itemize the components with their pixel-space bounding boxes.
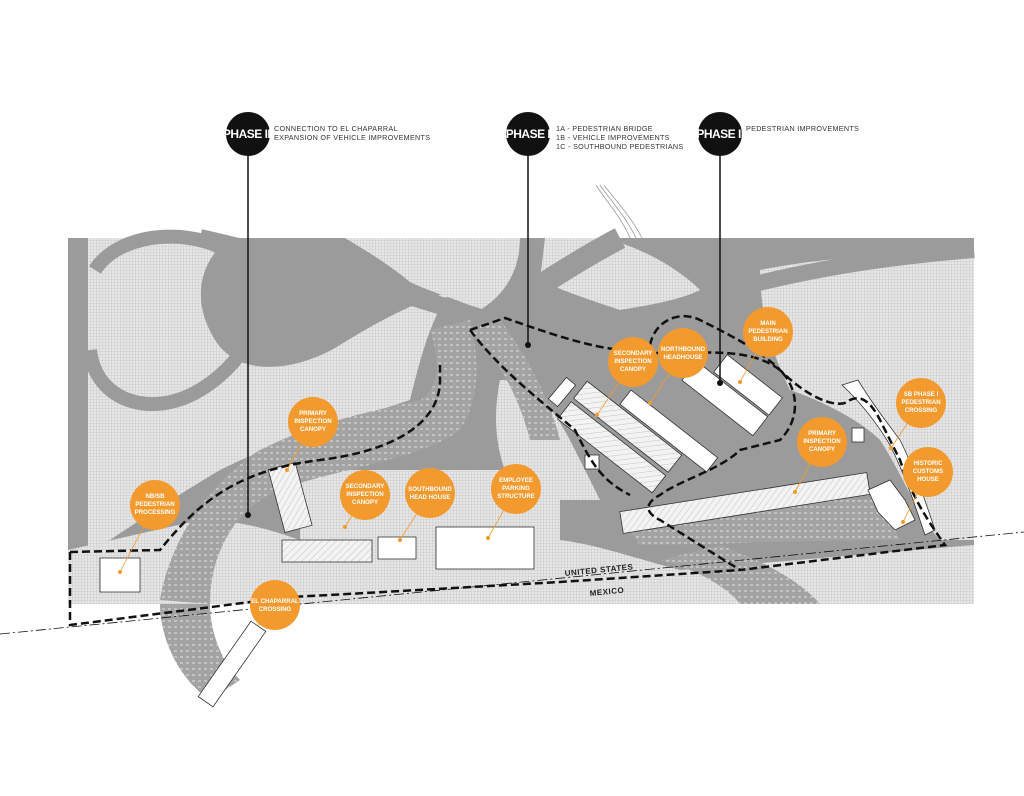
callout-text-line: INSPECTION xyxy=(614,358,651,365)
callout-text-line: EMPLOYEE xyxy=(499,477,533,484)
callout-text-line: INSPECTION xyxy=(803,438,840,445)
callout-text-line: CROSSING xyxy=(905,407,938,414)
phase-3-label: PHASE III xyxy=(223,127,273,141)
phase-1-desc-line-3: 1C - SOUTHBOUND PEDESTRIANS xyxy=(556,142,684,151)
chaparral-approach-lanes xyxy=(160,320,477,604)
callout-text-line: INSPECTION xyxy=(346,491,383,498)
phase-1-desc-line-2: 1B - VEHICLE IMPROVEMENTS xyxy=(556,133,670,142)
secondary-inspection-canopy-east-structure xyxy=(557,380,719,494)
callout-sb-phase-1-pedestrian-crossing: SB PHASE I PEDESTRIAN CROSSING xyxy=(889,378,946,450)
callout-secondary-inspection-canopy-east: SECONDARY INSPECTION CANOPY xyxy=(595,337,658,417)
callout-primary-inspection-canopy-east: PRIMARY INSPECTION CANOPY xyxy=(793,417,847,494)
central-hatched-parcel xyxy=(345,238,520,310)
callout-text-line: PRIMARY xyxy=(299,410,327,417)
main-pedestrian-building-structure xyxy=(681,354,784,437)
phase-2-marker: PHASE II xyxy=(696,112,744,156)
east-freeway-lanes xyxy=(660,545,820,604)
callout-text-line: SB PHASE I xyxy=(904,391,939,398)
historic-customs-house-structure xyxy=(867,479,916,531)
callout-text-line: HISTORIC xyxy=(913,460,943,467)
callout-text-line: NB/SB xyxy=(146,493,166,500)
callout-text-line: SOUTHBOUND xyxy=(408,486,452,493)
callout-text-line: HEAD HOUSE xyxy=(410,494,451,501)
callout-northbound-headhouse: NORTHBOUND HEADHOUSE xyxy=(648,328,708,405)
callout-text-line: HEADHOUSE xyxy=(664,354,703,361)
phase-2-boundary xyxy=(648,314,948,572)
sb-pedestrian-walkway xyxy=(841,379,936,536)
phase-3-desc-line-2: EXPANSION OF VEHICLE IMPROVEMENTS xyxy=(274,133,430,142)
callout-text-line: PRIMARY xyxy=(808,430,836,437)
employee-parking-structure-block xyxy=(435,526,535,570)
border-label-mexico: MEXICO xyxy=(589,586,624,598)
phase-3-desc-line-1: CONNECTION TO EL CHAPARRAL xyxy=(274,124,398,133)
callout-text-line: STRUCTURE xyxy=(497,493,535,500)
phase-3-marker: PHASE III xyxy=(223,112,274,156)
callout-text-line: INSPECTION xyxy=(294,418,331,425)
east-connector xyxy=(697,242,975,308)
border-line xyxy=(0,531,1024,635)
phase-1-leader-dot xyxy=(525,342,531,348)
phase-1-boundary xyxy=(469,316,797,572)
railway xyxy=(595,184,643,239)
callout-main-pedestrian-building: MAIN PEDESTRIAN BUILDING xyxy=(738,307,793,384)
nb-sb-pedestrian-building xyxy=(99,557,141,593)
small-booth-north xyxy=(547,376,577,408)
callout-employee-parking-structure: EMPLOYEE PARKING STRUCTURE xyxy=(486,464,541,540)
phase-1-marker: PHASE I xyxy=(506,112,551,156)
callout-nb-sb-pedestrian-processing: NB/SB PEDESTRIAN PROCESSING xyxy=(118,480,180,574)
callout-secondary-inspection-canopy-west: SECONDARY INSPECTION CANOPY xyxy=(340,470,390,529)
callout-text-line: CANOPY xyxy=(300,426,326,433)
secondary-inspection-canopy-west-structure xyxy=(281,539,373,563)
callout-historic-customs-house: HISTORIC CUSTOMS HOUSE xyxy=(901,447,953,524)
callout-text-line: SECONDARY xyxy=(614,350,653,357)
callout-text-line: BUILDING xyxy=(753,336,783,343)
callout-text-line: CANOPY xyxy=(352,499,378,506)
callout-el-chaparral-crossing: EL CHAPARRAL CROSSING xyxy=(250,580,300,630)
buildings xyxy=(99,354,936,708)
callout-text-line: SECONDARY xyxy=(346,483,385,490)
phase-1-desc-line-1: 1A - PEDESTRIAN BRIDGE xyxy=(556,124,653,133)
callout-southbound-head-house: SOUTHBOUND HEAD HOUSE xyxy=(398,468,455,542)
phase-3-boundary xyxy=(68,365,741,627)
callout-text-line: PEDESTRIAN xyxy=(135,501,174,508)
callout-text-line: EL CHAPARRAL xyxy=(251,598,299,605)
callout-text-line: PARKING xyxy=(502,485,530,492)
callout-primary-inspection-canopy-west: PRIMARY INSPECTION CANOPY xyxy=(285,397,338,472)
phase-boundaries xyxy=(68,314,948,627)
callouts: NB/SB PEDESTRIAN PROCESSING PRIMARY INSP… xyxy=(118,307,953,630)
phase-2-label: PHASE II xyxy=(696,127,744,141)
west-hatched-parcel xyxy=(88,238,450,548)
callout-text-line: CANOPY xyxy=(620,366,646,373)
callout-text-line: CANOPY xyxy=(809,446,835,453)
freeway-curve-northeast xyxy=(464,228,626,340)
primary-inspection-canopy-east-structure xyxy=(619,472,871,534)
callout-text-line: NORTHBOUND xyxy=(661,346,706,353)
southbound-head-house-structure xyxy=(377,536,417,560)
callout-text-line: HOUSE xyxy=(917,476,939,483)
phase-1-label: PHASE I xyxy=(506,127,551,141)
phase-3-leader-dot xyxy=(245,512,251,518)
phase-2-desc-line-1: PEDESTRIAN IMPROVEMENTS xyxy=(746,124,859,133)
callout-text-line: MAIN xyxy=(760,320,776,327)
phase-markers: PHASE III PHASE I PHASE II CONNECTION TO… xyxy=(223,112,859,518)
callout-text-line: PEDESTRIAN xyxy=(748,328,787,335)
callout-text-line: CROSSING xyxy=(259,606,292,613)
callout-text-line: PROCESSING xyxy=(135,509,176,516)
phase-2-leader-dot xyxy=(717,380,723,386)
el-chaparral-crossing-bridge xyxy=(197,620,267,708)
freeway-loop-west xyxy=(83,229,266,412)
callout-text-line: PEDESTRIAN xyxy=(901,399,940,406)
sb-crossing-kiosk xyxy=(851,427,865,443)
roadways xyxy=(83,228,975,412)
callout-text-line: CUSTOMS xyxy=(913,468,943,475)
